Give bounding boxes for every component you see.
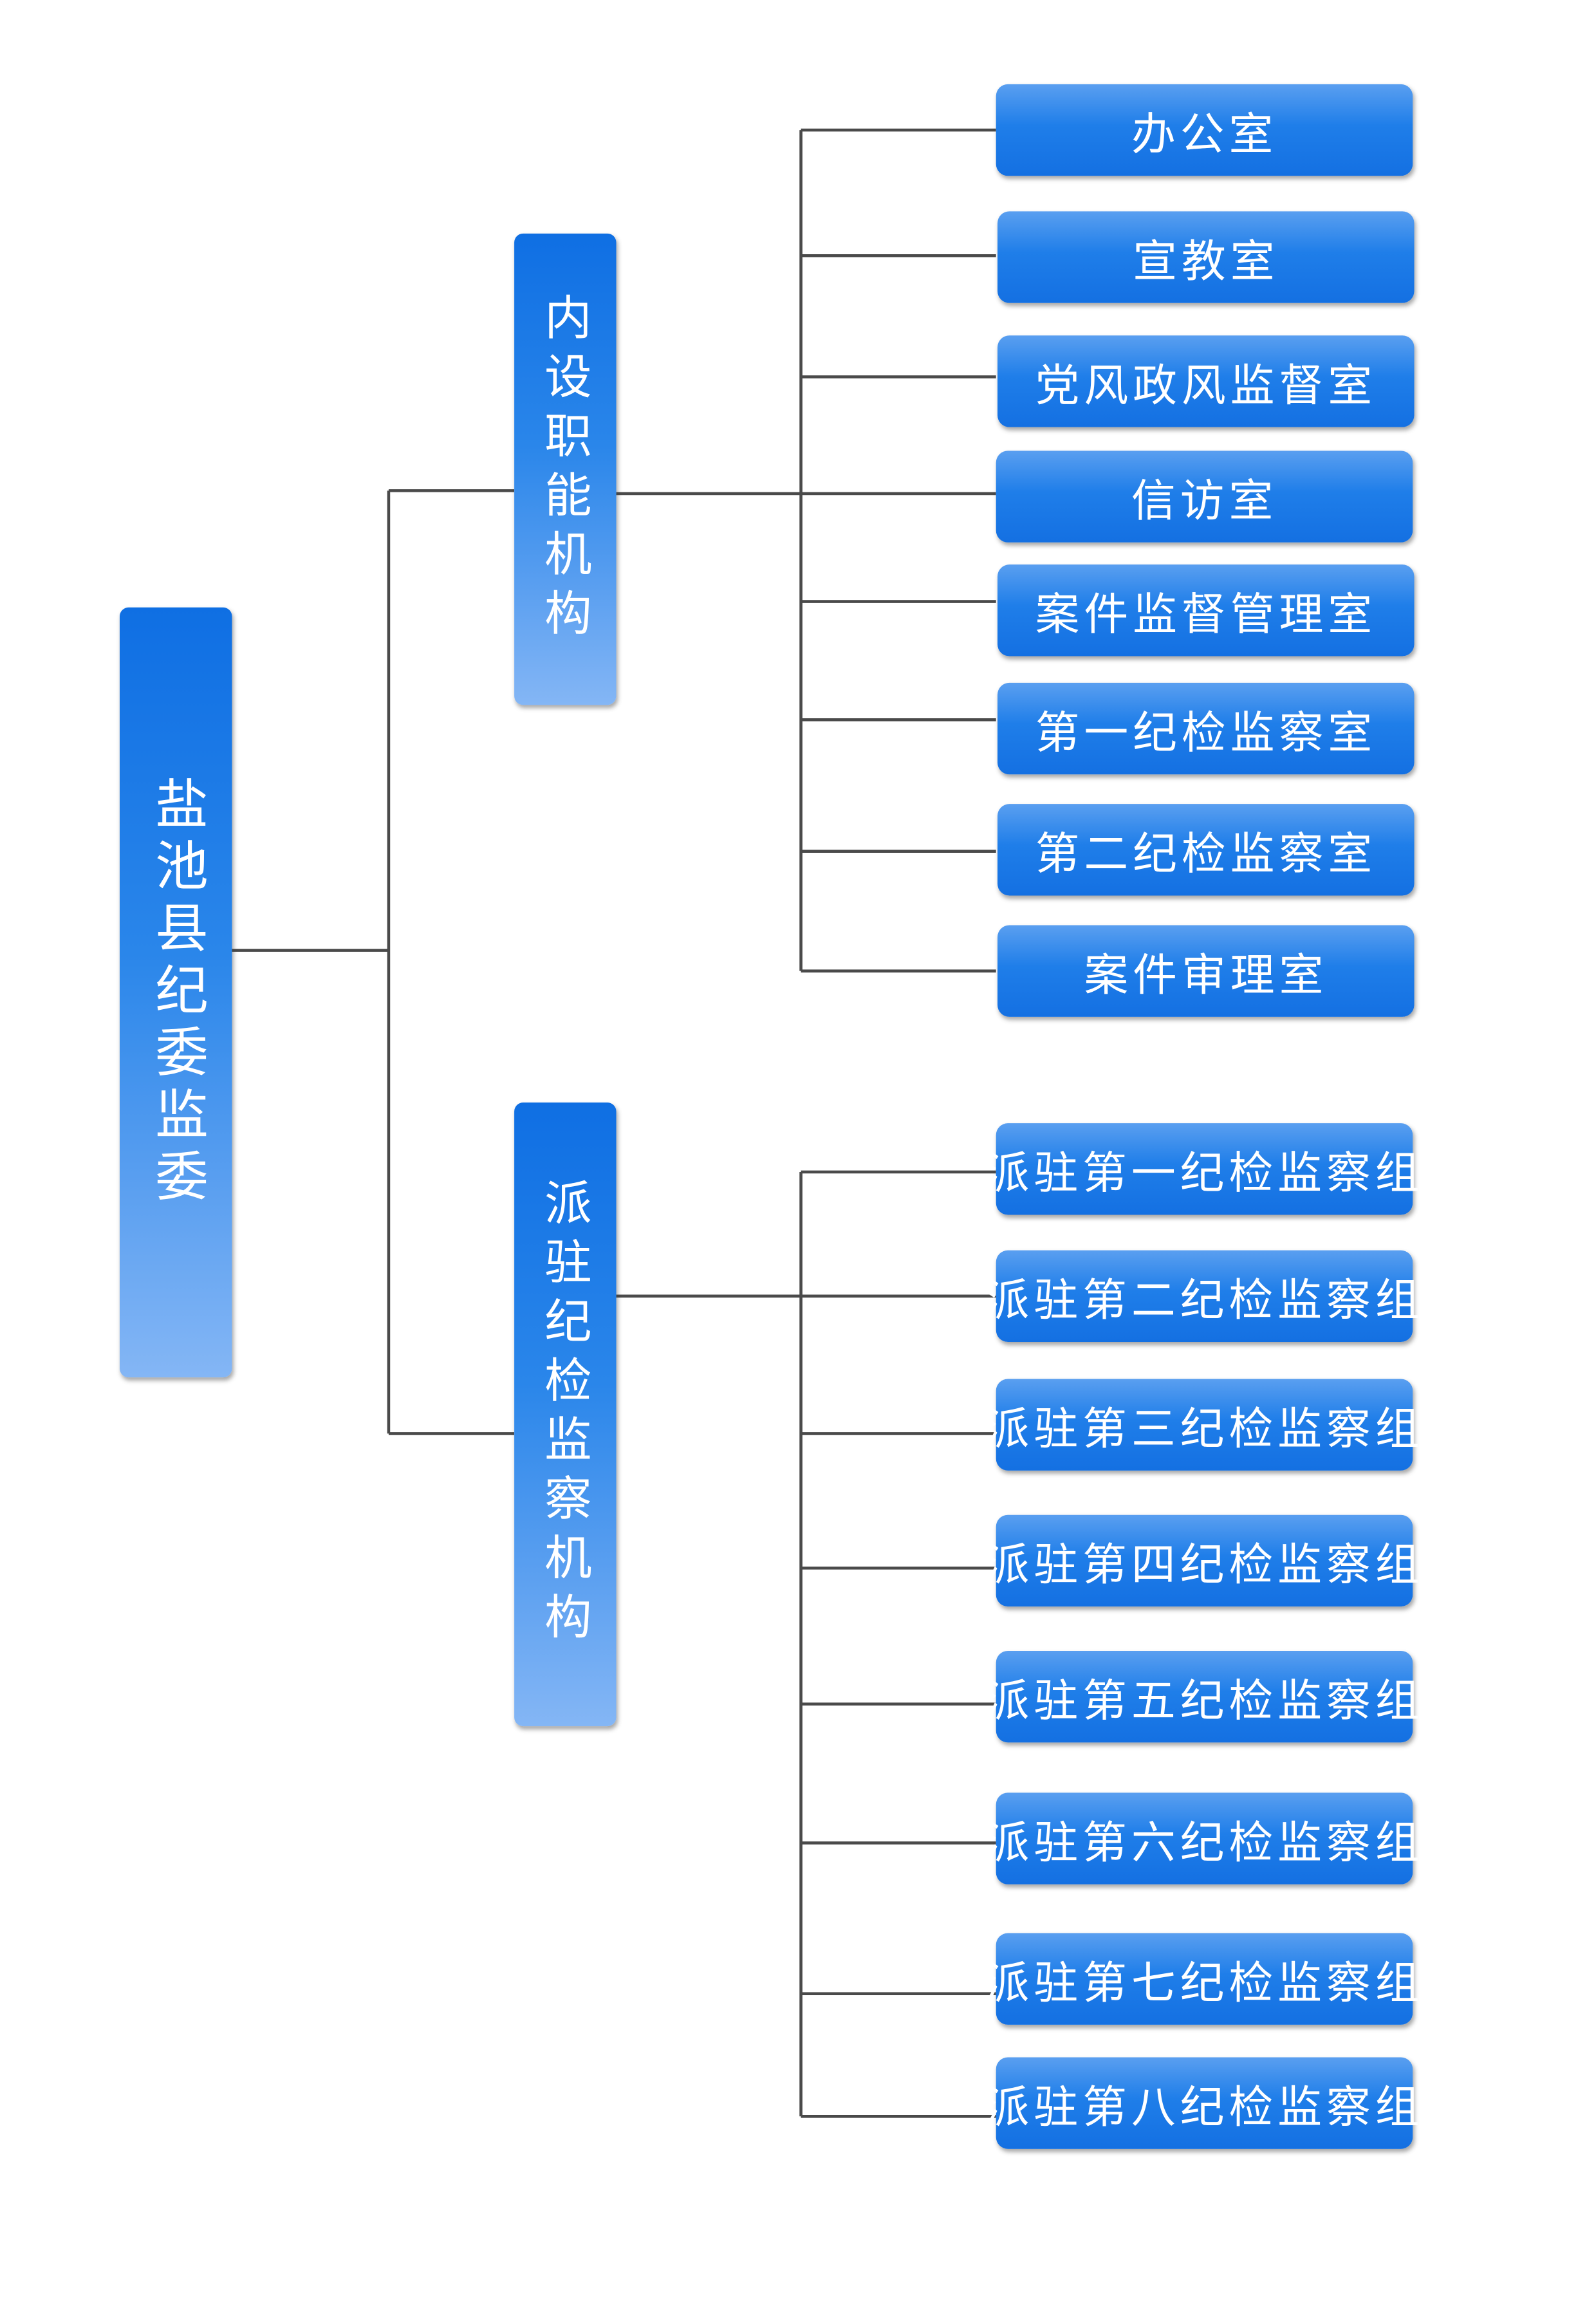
leaf-node: 派驻第二纪检监察组 xyxy=(985,1250,1420,1343)
root-node: 盐池县纪委监委 xyxy=(120,607,232,1378)
branch-internal-institutions: 内设职能机构 xyxy=(514,233,617,705)
leaf-node: 信访室 xyxy=(996,451,1413,543)
branch-dispatched-institutions: 派驻纪检监察机构 xyxy=(514,1103,617,1727)
leaf-node: 派驻第三纪检监察组 xyxy=(985,1379,1420,1471)
leaf-label: 派驻第六纪检监察组 xyxy=(985,1818,1424,1870)
leaf-node: 案件审理室 xyxy=(998,925,1415,1017)
leaf-node: 办公室 xyxy=(996,84,1413,176)
leaf-label: 派驻第三纪检监察组 xyxy=(985,1404,1424,1456)
leaf-label: 派驻第五纪检监察组 xyxy=(985,1676,1424,1728)
leaf-node: 派驻第一纪检监察组 xyxy=(985,1123,1420,1215)
leaf-label: 派驻第二纪检监察组 xyxy=(985,1275,1424,1328)
leaf-node: 派驻第五纪检监察组 xyxy=(985,1650,1420,1743)
root-label: 盐池县纪委监委 xyxy=(146,775,207,1210)
leaf-node: 派驻第四纪检监察组 xyxy=(985,1514,1420,1607)
leaf-label: 派驻第一纪检监察组 xyxy=(985,1148,1424,1200)
leaf-node: 第二纪检监察室 xyxy=(998,804,1415,896)
leaf-label: 案件监督管理室 xyxy=(1035,590,1377,642)
leaf-node: 案件监督管理室 xyxy=(998,564,1415,656)
leaf-label: 派驻第七纪检监察组 xyxy=(985,1958,1424,2010)
leaf-node: 第一纪检监察室 xyxy=(998,682,1415,775)
leaf-node: 党风政风监督室 xyxy=(998,335,1415,427)
leaf-node: 派驻第八纪检监察组 xyxy=(985,2057,1420,2149)
leaf-label: 第一纪检监察室 xyxy=(1035,707,1377,760)
leaf-label: 第二纪检监察室 xyxy=(1035,829,1377,881)
leaf-label: 信访室 xyxy=(1131,476,1278,528)
leaf-label: 派驻第四纪检监察组 xyxy=(985,1540,1424,1592)
leaf-label: 办公室 xyxy=(1131,109,1278,162)
branch-label: 派驻纪检监察机构 xyxy=(537,1178,593,1651)
leaf-label: 派驻第八纪检监察组 xyxy=(985,2082,1424,2134)
leaf-label: 党风政风监督室 xyxy=(1035,360,1377,413)
leaf-node: 派驻第六纪检监察组 xyxy=(985,1792,1420,1884)
leaf-label: 案件审理室 xyxy=(1084,950,1328,1002)
leaf-node: 宣教室 xyxy=(998,211,1415,303)
leaf-node: 派驻第七纪检监察组 xyxy=(985,1933,1420,2025)
branch-label: 内设职能机构 xyxy=(537,292,593,647)
leaf-label: 宣教室 xyxy=(1133,236,1279,288)
